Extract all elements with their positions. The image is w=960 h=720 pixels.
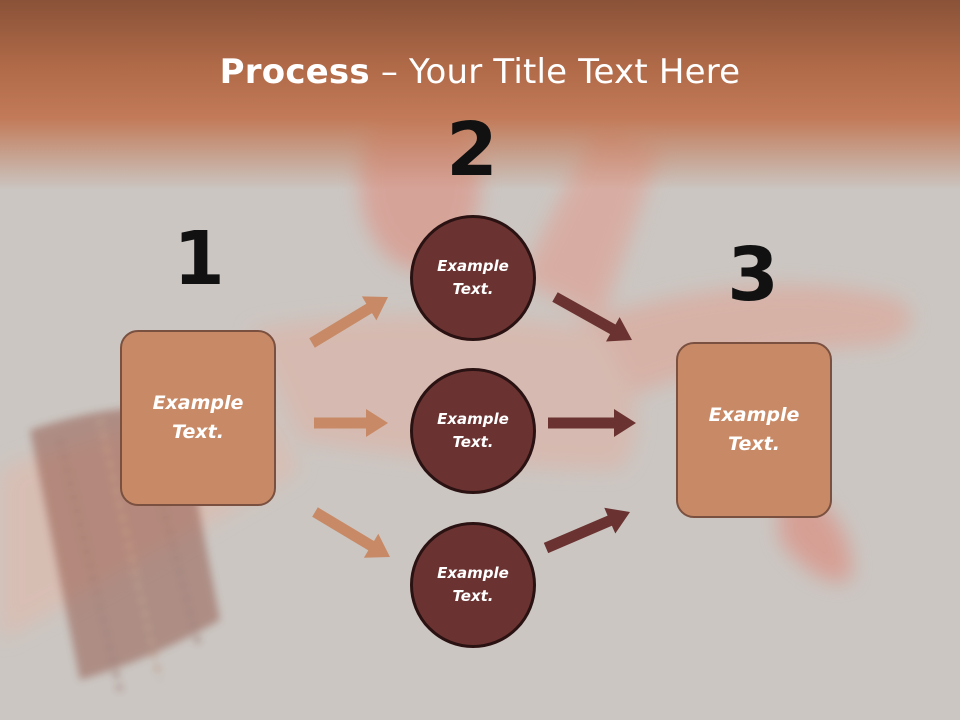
step-number-1: 1 <box>173 216 225 302</box>
step-2-circle-top-label: Example Text. <box>437 257 509 298</box>
step-1-box-label: Example Text. <box>152 392 244 443</box>
step-3-box-label: Example Text. <box>708 404 800 455</box>
step-number-3: 3 <box>727 232 779 318</box>
step-2-circle-top[interactable]: Example Text. <box>410 215 536 341</box>
step-2-circle-bottom-label: Example Text. <box>437 564 509 605</box>
header-band <box>0 0 960 190</box>
step-2-circle-bottom[interactable]: Example Text. <box>410 522 536 648</box>
title-rest: Your Title Text Here <box>409 52 741 92</box>
slide-title: Process – Your Title Text Here <box>0 52 960 92</box>
step-3-box[interactable]: Example Text. <box>676 342 832 518</box>
title-separator: – <box>369 52 410 92</box>
step-2-circle-middle[interactable]: Example Text. <box>410 368 536 494</box>
step-1-box[interactable]: Example Text. <box>120 330 276 506</box>
step-2-circle-middle-label: Example Text. <box>437 410 509 451</box>
title-bold: Process <box>219 52 370 92</box>
step-number-2: 2 <box>446 107 498 193</box>
